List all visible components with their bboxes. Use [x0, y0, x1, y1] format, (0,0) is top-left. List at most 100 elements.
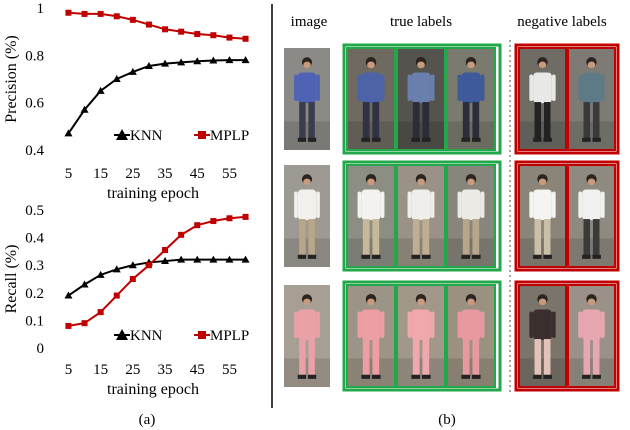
true-label-frame: [346, 47, 396, 151]
face: [467, 178, 475, 186]
arm: [529, 191, 534, 219]
shoe: [411, 137, 421, 142]
arm: [457, 311, 462, 339]
leg: [543, 219, 551, 256]
x-tick-label: 5: [65, 166, 73, 182]
point-mplp: [242, 213, 249, 220]
point-knn: [161, 59, 170, 67]
torso: [533, 72, 552, 104]
negative-label-image: [568, 48, 615, 150]
leg: [583, 219, 591, 256]
shoe: [471, 374, 481, 379]
x-tick-label: 55: [222, 166, 237, 182]
point-knn: [96, 270, 105, 278]
negative-labels-box: [514, 43, 620, 155]
point-mplp: [65, 322, 72, 329]
negative-label-frame: [518, 284, 567, 388]
shoe: [361, 254, 371, 259]
leg: [299, 339, 306, 376]
arm: [480, 74, 485, 102]
leg: [583, 339, 591, 376]
shoe: [543, 254, 552, 259]
true-label-frame: [446, 164, 496, 268]
point-knn: [161, 257, 170, 265]
negative-label-image: [568, 285, 615, 387]
arm: [480, 191, 485, 219]
y-tick-label: 0: [37, 341, 45, 357]
shoe: [411, 254, 421, 259]
true-label-frame: [396, 47, 446, 151]
arm: [551, 311, 556, 339]
shoe: [461, 374, 471, 379]
y-tick-label: 0.8: [25, 48, 44, 64]
face: [367, 178, 375, 186]
x-tick-label: 15: [93, 362, 108, 378]
y-tick-label: 0.1: [25, 313, 44, 329]
leg: [412, 339, 420, 376]
x-tick-label: 25: [125, 362, 140, 378]
true-labels-box: [342, 43, 502, 155]
ground: [519, 358, 566, 387]
negative-label-image: [519, 48, 566, 150]
point-knn: [225, 56, 234, 64]
query-image: [284, 48, 330, 150]
shoe: [543, 137, 552, 142]
arm: [529, 74, 534, 102]
leg: [362, 219, 370, 256]
true-label-image: [447, 48, 495, 150]
point-knn: [241, 56, 250, 64]
arm: [457, 191, 462, 219]
ground: [284, 358, 330, 387]
true-label-frame: [446, 47, 496, 151]
legend-label-knn: KNN: [130, 128, 163, 144]
point-knn: [64, 129, 73, 137]
arm: [551, 74, 556, 102]
leg: [422, 102, 430, 139]
arm: [457, 74, 462, 102]
arm: [578, 311, 583, 339]
arm: [430, 311, 435, 339]
y-tick-label: 0.6: [25, 96, 44, 112]
arm: [294, 74, 298, 102]
shoe: [582, 137, 591, 142]
ground: [447, 238, 495, 267]
shoe: [471, 137, 481, 142]
point-knn: [80, 280, 89, 288]
arm: [316, 311, 320, 339]
point-knn: [209, 255, 218, 263]
shoe: [297, 137, 307, 142]
torso: [582, 189, 601, 221]
shoe: [371, 254, 381, 259]
negative-label-frame: [518, 47, 567, 151]
y-tick-label: 0.3: [25, 258, 44, 274]
point-knn: [112, 75, 121, 82]
point-knn: [96, 86, 105, 94]
true-label-image: [397, 48, 445, 150]
shoe: [361, 137, 371, 142]
arm: [357, 311, 362, 339]
arm: [600, 311, 605, 339]
torso: [297, 189, 317, 221]
leg: [472, 102, 480, 139]
y-tick-label: 0.2: [25, 286, 44, 302]
arm: [407, 311, 412, 339]
ground: [347, 238, 395, 267]
arm: [357, 74, 362, 102]
torso: [361, 72, 381, 104]
true-label-frame: [346, 164, 396, 268]
leg: [299, 219, 306, 256]
true-label-frame: [346, 284, 396, 388]
torso: [297, 72, 317, 104]
arm: [407, 74, 412, 102]
leg: [534, 102, 542, 139]
shoe: [592, 254, 601, 259]
point-knn: [177, 255, 186, 263]
ground: [397, 121, 445, 150]
x-tick-label: 5: [65, 362, 73, 378]
shoe: [471, 254, 481, 259]
arm: [294, 311, 298, 339]
true-labels-box: [342, 160, 502, 272]
